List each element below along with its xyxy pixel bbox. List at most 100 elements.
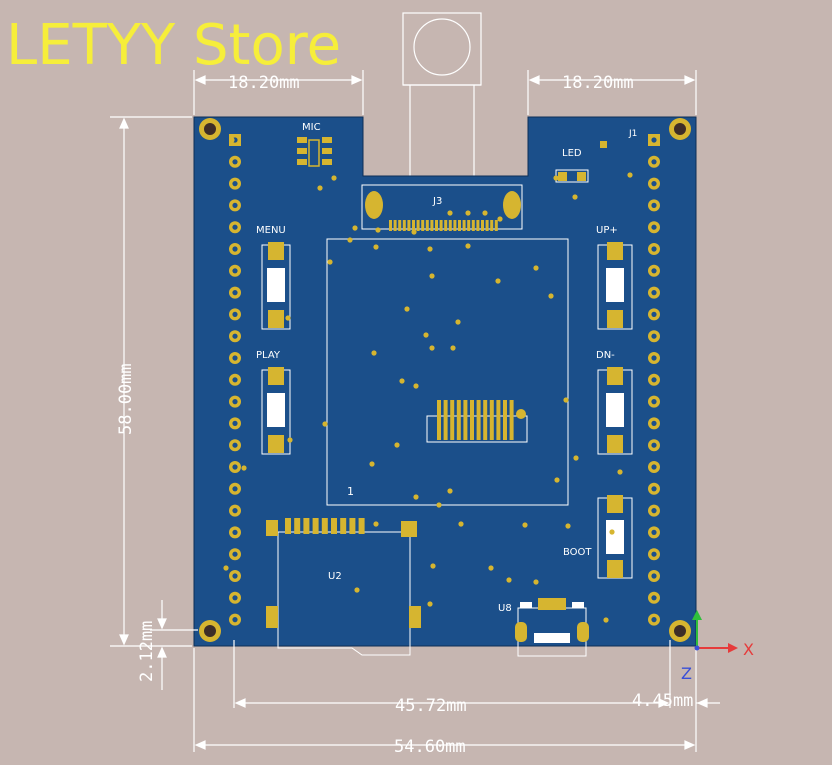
header-pin-hole (232, 268, 238, 274)
via (488, 565, 494, 571)
via (617, 469, 623, 475)
header-pin-hole (651, 464, 657, 470)
j3-pin (467, 220, 471, 231)
j3-pin (430, 220, 434, 231)
axis-z-label: Z (681, 664, 692, 683)
via (229, 137, 235, 143)
fpc-pad (450, 400, 455, 440)
j3-pin (439, 220, 443, 231)
header-pin-hole (232, 551, 238, 557)
j3-pin (402, 220, 406, 231)
j3-pin (435, 220, 438, 231)
u8-usb-connector: U8 (498, 598, 589, 657)
up-label: UP+ (596, 225, 618, 236)
header-pin-hole (651, 508, 657, 514)
via (455, 319, 461, 325)
via (447, 210, 453, 216)
header-pin-hole (651, 159, 657, 165)
sd-pin (285, 518, 291, 534)
fpc-pad (489, 400, 494, 440)
via (369, 461, 375, 467)
via (573, 455, 579, 461)
dim-height: 58.00mm (116, 363, 136, 435)
boot-label: BOOT (563, 547, 592, 558)
header-pin-hole (651, 399, 657, 405)
j3-pin (444, 220, 448, 231)
mic-label: MIC (302, 122, 321, 133)
header-pin-hole (651, 290, 657, 296)
via (373, 244, 379, 250)
header-pin-hole (232, 399, 238, 405)
via (223, 565, 229, 571)
via (411, 229, 417, 235)
button-boot: BOOT (563, 495, 633, 579)
via (373, 521, 379, 527)
header-pin-hole (232, 464, 238, 470)
dimension-lines (110, 70, 720, 752)
sd-pin (312, 518, 319, 534)
axis-x-label: X (743, 640, 754, 659)
via (430, 563, 436, 569)
dim-top-right: 18.20mm (562, 73, 634, 93)
j3-pin (476, 220, 480, 231)
header-pin-hole (232, 529, 238, 536)
header-pin-hole (651, 420, 657, 426)
j3-pin (421, 220, 425, 231)
via (458, 521, 464, 527)
header-pin-hole (651, 617, 657, 623)
via (554, 477, 560, 483)
via (563, 397, 569, 403)
via (322, 421, 328, 427)
j3-pin (462, 220, 466, 231)
sd-pin (349, 518, 356, 534)
header-pin-hole (232, 355, 238, 361)
module-number: 1 (347, 485, 354, 498)
via (327, 259, 333, 265)
via (447, 488, 453, 494)
header-pin-hole (232, 246, 238, 252)
j3-pin (485, 220, 489, 231)
header-pin-hole (651, 246, 657, 252)
header-pin-hole (232, 573, 238, 579)
dim-small-offset: 2.12mm (137, 621, 157, 682)
via (399, 378, 405, 384)
j3-pin (398, 220, 402, 231)
j1-label: J1 (628, 129, 637, 139)
j3-connector: J3 (361, 184, 523, 231)
module-fpc-pads (426, 400, 528, 443)
header-pin-hole (651, 551, 657, 557)
via (404, 306, 410, 312)
j3-pin (453, 220, 457, 231)
header-pin-hole (232, 159, 238, 165)
via (548, 293, 554, 299)
via (427, 246, 433, 252)
header-pin-hole (232, 290, 238, 296)
via (572, 194, 578, 200)
header-pin-hole (232, 311, 238, 317)
button-dn: DN- (596, 350, 633, 455)
u2-label: U2 (328, 571, 342, 582)
via (287, 437, 293, 443)
j3-pin (412, 220, 415, 231)
j3-pin (425, 220, 429, 231)
header-pin-hole (232, 420, 238, 426)
fpc-pad (509, 400, 514, 440)
fpc-pad (496, 400, 501, 440)
via (347, 237, 353, 243)
via (371, 350, 377, 356)
header-pin-hole (232, 333, 238, 339)
j3-pin (448, 220, 452, 231)
sd-pin (321, 518, 328, 534)
via (427, 601, 433, 607)
play-label: PLAY (256, 350, 281, 361)
header-pin-hole (651, 268, 657, 274)
via (603, 617, 609, 623)
via (465, 243, 471, 249)
via (506, 577, 512, 583)
header-pin-hole (232, 442, 238, 448)
j3-pin (389, 220, 392, 231)
via (423, 332, 429, 338)
mounting-holes (199, 118, 691, 642)
header-pin-hole (651, 355, 657, 361)
